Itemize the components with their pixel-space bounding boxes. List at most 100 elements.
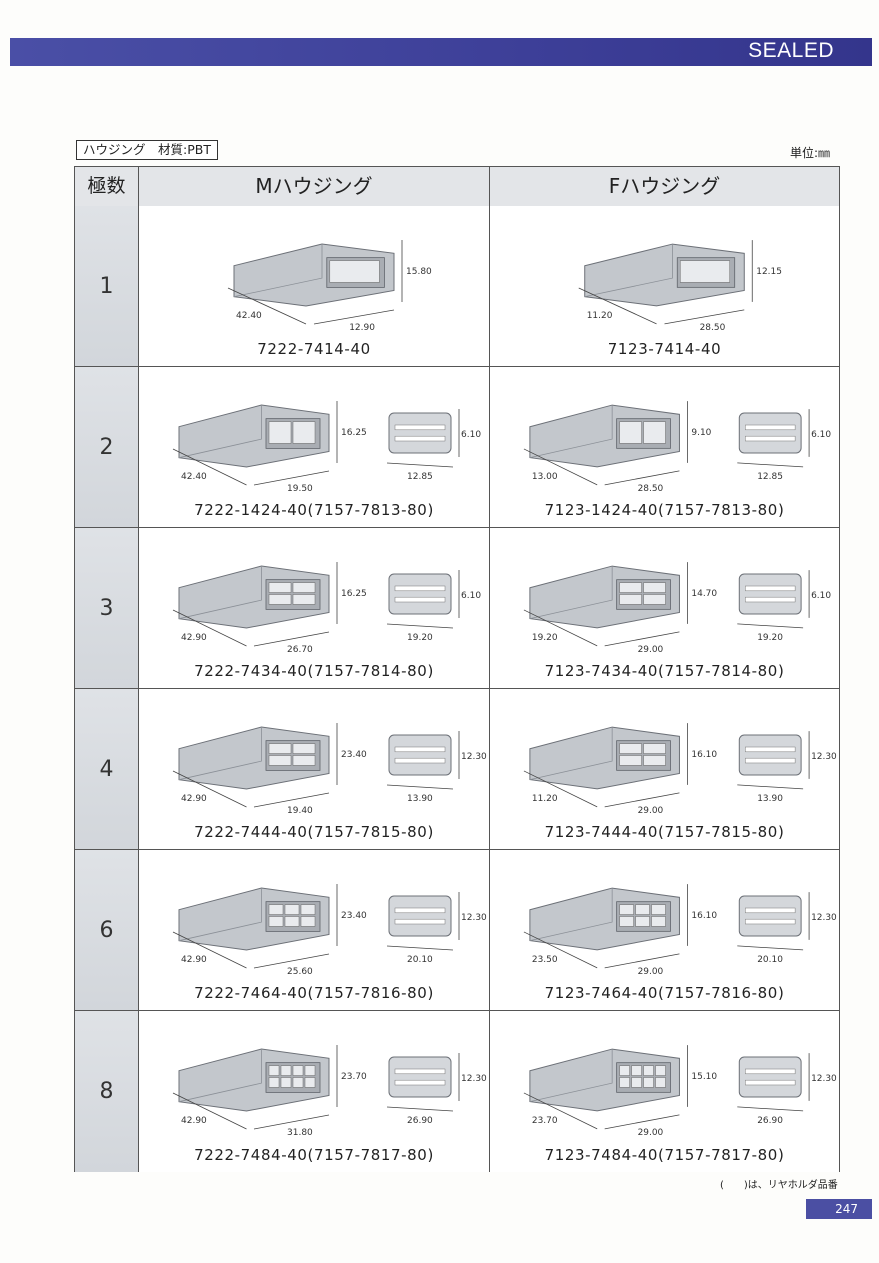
holder-dimension-height: 6.10: [811, 591, 831, 601]
holder-dimension-height: 6.10: [461, 591, 481, 601]
m-part-number: 7222-7434-40(7157-7814-80): [194, 662, 434, 680]
f-connector-illustration: [529, 887, 680, 951]
dimension-line: [386, 1106, 454, 1112]
dimension-height: 9.10: [691, 428, 711, 438]
f-connector-illustration: [529, 565, 680, 629]
dimension-length: 19.20: [532, 633, 558, 643]
dimension-width: 28.50: [700, 323, 726, 333]
m-connector-illustration: [178, 565, 330, 629]
section-banner: SEALED: [10, 38, 872, 66]
dimension-width: 29.00: [638, 645, 664, 655]
dimension-width: 28.50: [638, 484, 664, 494]
holder-dimension-width: 13.90: [757, 794, 783, 804]
dimension-line: [604, 792, 680, 808]
dimension-line: [253, 1114, 330, 1130]
dimension-length: 42.40: [236, 311, 262, 321]
dimension-height: 14.70: [691, 589, 717, 599]
dimension-line: [253, 792, 330, 808]
m-housing-drawing: 15.80 42.40 12.90: [227, 240, 432, 333]
dimension-line: [313, 309, 395, 325]
m-part-number: 7222-7414-40: [257, 340, 371, 358]
m-connector-illustration: [233, 243, 395, 307]
dimension-line: [386, 784, 454, 790]
dimension-height: 12.15: [756, 267, 782, 277]
holder-dimension-width: 20.10: [757, 955, 783, 965]
dimension-line: [227, 287, 307, 325]
m-part-number: 7222-1424-40(7157-7813-80): [194, 501, 434, 519]
dimension-line: [604, 631, 680, 647]
table-header: 極数 Mハウジング Fハウジング: [75, 167, 839, 207]
dimension-height: 15.10: [691, 1072, 717, 1082]
dimension-line: [523, 448, 598, 486]
dimension-line: [664, 309, 745, 325]
holder-dimension-height: 6.10: [811, 430, 831, 440]
page-number: 247: [806, 1199, 872, 1219]
dimension-length: 42.90: [181, 633, 207, 643]
f-rear-holder-illustration: [738, 412, 802, 454]
m-rear-holder-illustration: [388, 412, 452, 454]
dimension-line: [172, 609, 247, 647]
dimension-line: [604, 1114, 680, 1130]
dimension-width: 26.70: [287, 645, 313, 655]
f-part-number: 7123-1424-40(7157-7813-80): [544, 501, 785, 519]
f-part-number: 7123-7444-40(7157-7815-80): [544, 823, 785, 841]
dimension-line: [523, 770, 598, 808]
m-connector-illustration: [178, 404, 330, 468]
dimension-width: 29.00: [638, 1128, 664, 1138]
dimension-width: 31.80: [287, 1128, 313, 1138]
dimension-length: 42.40: [181, 472, 207, 482]
dimension-width: 19.50: [287, 484, 313, 494]
dimension-line: [737, 1106, 804, 1112]
holder-dimension-width: 26.90: [757, 1116, 783, 1126]
f-connector-illustration: [584, 243, 745, 307]
dimension-length: 42.90: [181, 1116, 207, 1126]
f-rear-holder-illustration: [738, 895, 802, 937]
f-part-number: 7123-7414-40: [607, 340, 722, 358]
m-rear-holder-illustration: [388, 895, 452, 937]
f-part-number: 7123-7434-40(7157-7814-80): [544, 662, 785, 680]
dimension-height: 15.80: [406, 267, 432, 277]
holder-dimension-width: 12.85: [407, 472, 433, 482]
holder-dimension-width: 26.90: [407, 1116, 433, 1126]
holder-dimension-height: 6.10: [461, 430, 481, 440]
f-rear-holder-illustration: [738, 573, 802, 615]
dimension-length: 23.50: [532, 955, 558, 965]
unit-label: 単位:㎜: [790, 146, 831, 160]
f-rear-holder-illustration: [738, 734, 802, 776]
dimension-line: [172, 448, 247, 486]
section-label: ハウジング 材質:PBT: [76, 140, 218, 160]
holder-dimension-height: 12.30: [461, 913, 487, 923]
m-connector-illustration: [178, 1048, 330, 1112]
m-housing-cell: 15.80 42.40 12.90 7222-7414-40: [139, 206, 490, 366]
header-m-housing: Mハウジング: [139, 167, 490, 206]
m-connector-illustration: [178, 887, 330, 951]
dimension-line: [737, 623, 804, 629]
pole-count: 3: [75, 528, 139, 688]
dimension-length: 11.20: [532, 794, 558, 804]
dimension-length: 13.00: [532, 472, 558, 482]
dimension-line: [253, 953, 330, 969]
dimension-width: 12.90: [349, 323, 375, 333]
dimension-line: [172, 1092, 247, 1130]
holder-dimension-height: 12.30: [811, 1074, 837, 1084]
holder-dimension-width: 19.20: [407, 633, 433, 643]
pole-count: 8: [75, 1011, 139, 1172]
dimension-width: 25.60: [287, 967, 313, 977]
dimension-height: 23.70: [341, 1072, 367, 1082]
